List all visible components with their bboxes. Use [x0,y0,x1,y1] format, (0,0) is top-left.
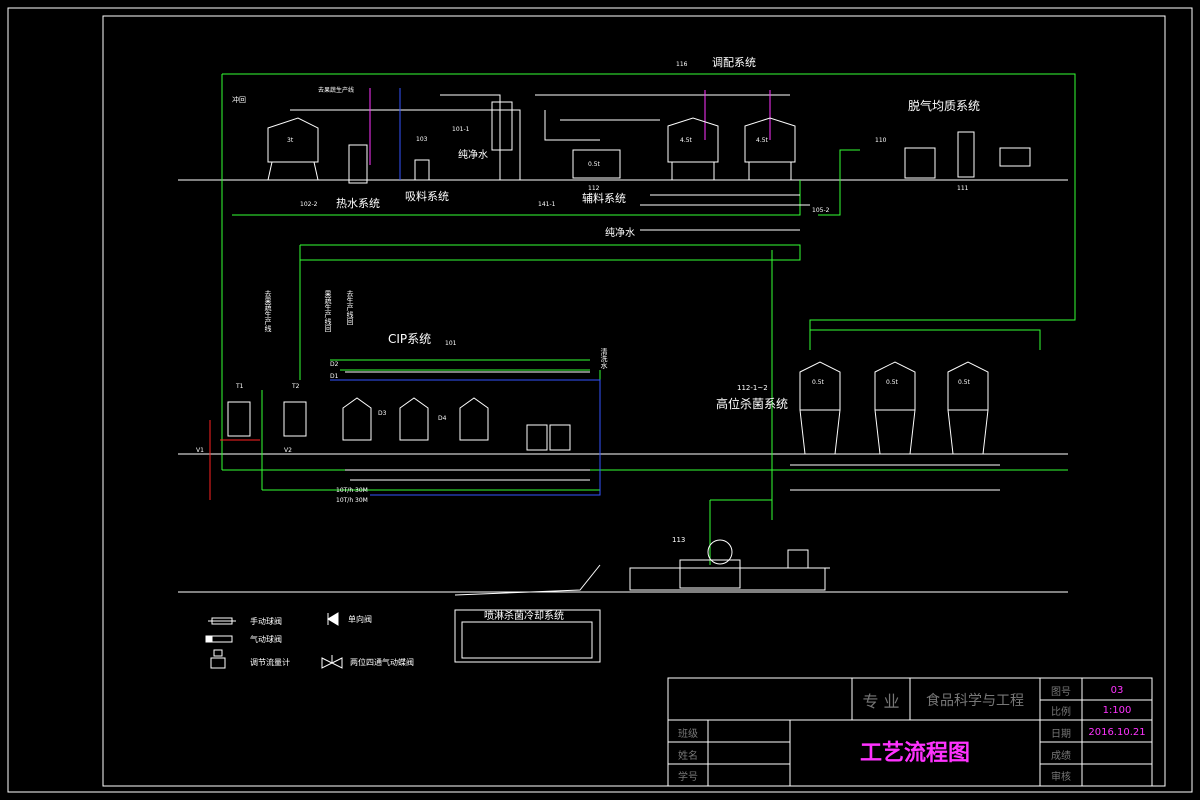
tag-116: 116 [676,61,688,68]
tag-111: 111 [957,185,969,192]
top-workshop-label: 去果蔬生产线 [318,86,354,94]
major-value: 食品科学与工程 [926,693,1024,709]
tag-d4: D4 [438,415,447,422]
colored-piping [209,88,771,500]
drawing-no-value: 03 [1110,684,1124,696]
manual-valve-icon [208,617,236,625]
workshop-label-2: 果蔬生产线回 [324,290,332,333]
tag-blend-tank-1: 4.5t [680,137,693,144]
high-sterilize-system-label: 高位杀菌系统 [716,396,788,411]
review-label: 审核 [1051,771,1071,783]
legend-label-flowmeter: 调节流量计 [250,657,290,667]
tag-101: 101 [445,340,457,347]
tag-ht-a: 0.5t [812,379,825,386]
sterilizer-tanks [799,361,989,455]
green-piping [221,73,1076,565]
tag-121: 101-1 [452,126,470,133]
title-block-grid [667,677,1153,787]
tag-113: 113 [672,536,685,544]
pure-water-label-1: 纯净水 [458,148,488,161]
tag-d2: D2 [330,361,339,368]
cip-system-label: CIP系统 [388,332,431,346]
check-valve-icon [327,612,339,626]
tag-small-tank: 0.5t [588,161,601,168]
drawing-title: 工艺流程图 [859,741,970,766]
tag-102: 102-2 [300,201,318,208]
sheet-inner-frame [102,15,1166,787]
date-value: 2016.10.21 [1088,726,1146,738]
grade-label: 成绩 [1051,750,1071,762]
legend: 手动球阀 气动球阀 调节流量计 单向阀 两位四通气动蝶阀 [205,612,414,669]
cip-tanks [227,397,571,451]
suction-system-label: 吸料系统 [405,189,449,203]
flow-meter-icon [210,649,226,669]
tag-t1: T1 [235,383,244,390]
spray-cool-system-label: 喷淋杀菌冷却系统 [484,609,564,622]
legend-label-two-pos: 两位四通气动蝶阀 [350,657,414,667]
tag-141: 141-1 [538,201,556,208]
tag-v1: V1 [196,447,204,454]
student-no-label: 学号 [678,771,698,783]
tag-110: 110 [875,137,887,144]
tag-112: 112 [588,185,600,192]
two-position-valve-icon [321,655,343,669]
flush-back-label: 冲回 [232,95,246,104]
degas-system-label: 脱气均质系统 [908,98,980,113]
scale-value: 1:100 [1102,704,1132,716]
tag-ht-b: 0.5t [886,379,899,386]
drawing-no-label: 图号 [1051,686,1071,698]
sheet-outer-frame [7,7,1193,793]
white-piping [290,94,1000,596]
legend-label-pneumatic: 气动球阀 [250,634,282,644]
tag-105: 105-2 [812,207,830,214]
tag-cip-flow2: 10T/h 30M [336,497,368,504]
name-label: 姓名 [678,750,698,762]
tag-t2: T2 [291,383,300,390]
pure-water-label-2: 纯净水 [605,226,635,239]
legend-label-check: 单向阀 [348,614,372,624]
workshop-label-1: 去果蔬生产线 [264,289,272,332]
tag-hot-tank: 3t [287,137,294,144]
tag-d3: D3 [378,410,387,417]
legend-label-manual: 手动球阀 [250,616,282,626]
tag-103: 103 [416,136,428,143]
blending-system-label: 调配系统 [712,56,756,69]
class-label: 班级 [678,728,698,740]
tag-v2: V2 [284,447,292,454]
tag-d1: D1 [330,373,339,380]
date-label: 日期 [1051,728,1071,740]
tag-blend-tank-2: 4.5t [756,137,769,144]
scale-label: 比例 [1051,706,1071,718]
tag-ht: 112-1~2 [737,384,768,392]
filling-line [454,539,826,663]
upper-equipment [267,101,1031,184]
major-label: 专 业 [862,692,900,711]
pneumatic-valve-icon [205,635,233,643]
cleaning-water-label: 清洗水 [600,347,608,369]
workshop-label-3: 去生产线回 [346,289,354,326]
auxiliary-system-label: 辅料系统 [582,191,626,205]
hot-water-system-label: 热水系统 [336,197,380,210]
tag-cip-flow1: 10T/h 30M [336,487,368,494]
tag-ht-c: 0.5t [958,379,971,386]
